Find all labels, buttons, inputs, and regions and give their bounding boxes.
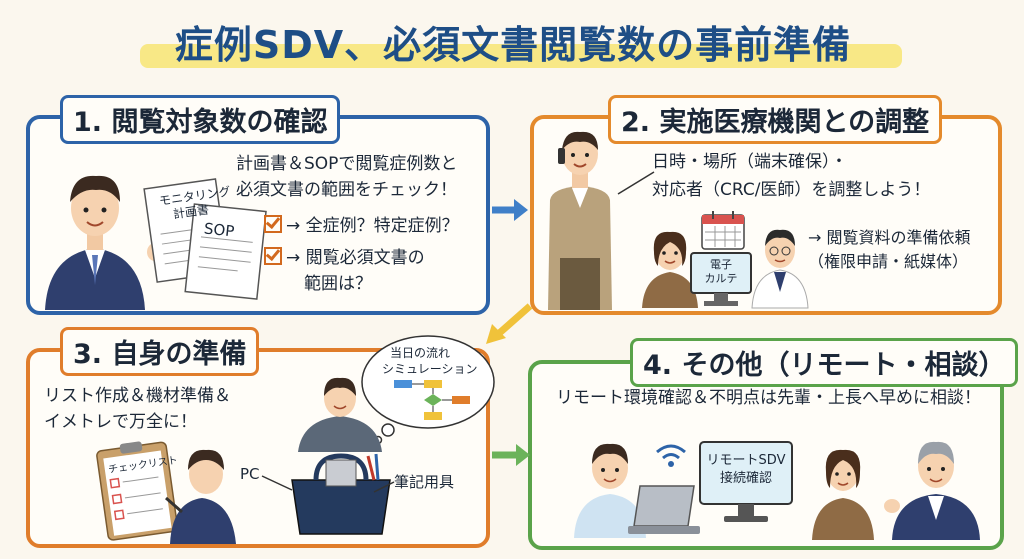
senior-staff-illustration xyxy=(884,441,980,540)
checkbox-icon xyxy=(264,247,282,265)
computer-terminal-illustration xyxy=(690,252,752,306)
title-area: 症例SDV、必須文書閲覧数の事前準備 xyxy=(118,10,908,72)
page-title: 症例SDV、必須文書閲覧数の事前準備 xyxy=(174,22,852,67)
request-line2: （権限申請・紙媒体） xyxy=(808,252,969,271)
panel-4-desc: リモート環境確認＆不明点は先輩・上長へ早めに相談！ xyxy=(556,388,981,408)
pc-pointer-line xyxy=(261,475,293,491)
panel-3-desc-line2: イメトレで万全に！ xyxy=(44,412,197,432)
clipboard-illustration xyxy=(96,441,179,541)
document-stack-illustration xyxy=(143,178,267,300)
panel-2-title: 2. 実施医療機関との調整 xyxy=(608,95,943,144)
pc-label: PC xyxy=(240,465,260,483)
panel-2-desc-line2: 対応者（CRC/医師）を調整しよう！ xyxy=(652,180,931,200)
writing-person-illustration xyxy=(165,449,236,544)
check-item-2-text: → 閲覧必須文書の xyxy=(286,248,425,268)
monitor-person-illustration xyxy=(45,175,163,310)
arrow-right-icon xyxy=(492,199,528,221)
monitor-line1: リモートSDV xyxy=(706,453,786,468)
junior-staff-illustration xyxy=(812,449,874,540)
panel-1-title: 1. 閲覧対象数の確認 xyxy=(60,95,341,144)
check-item-1-text: → 全症例？特定症例？ xyxy=(286,216,459,236)
request-line1: → 閲覧資料の準備依頼 xyxy=(808,228,971,247)
check-item-2: → 閲覧必須文書の xyxy=(262,246,425,270)
panel-3-desc-line1: リスト作成＆機材準備＆ xyxy=(44,386,231,406)
device-label-line2: カルテ xyxy=(704,272,738,285)
arrow-right-icon xyxy=(492,444,530,466)
panel-1-desc-line2: 必須文書の範囲をチェック！ xyxy=(236,180,457,200)
monitor-line2: 接続確認 xyxy=(719,471,772,486)
monitor-illustration xyxy=(699,441,793,522)
laptop-illustration xyxy=(628,485,700,534)
panel-3-title: 3. 自身の準備 xyxy=(60,327,260,376)
panel-1-desc-line1: 計画書＆SOPで閲覧症例数と xyxy=(236,154,458,174)
panel-2-desc-line1: 日時・場所（端末確保）・ xyxy=(652,152,848,172)
device-label: 電子 カルテ xyxy=(696,258,746,286)
device-label-line1: 電子 xyxy=(710,258,732,271)
speech-line-icon xyxy=(617,171,655,195)
flowchart-icon xyxy=(394,380,470,420)
calendar-icon xyxy=(701,211,745,250)
check-item-1: → 全症例？特定症例？ xyxy=(262,214,459,238)
arrow-down-left-icon xyxy=(486,303,533,344)
checkbox-icon xyxy=(264,215,282,233)
packing-person-illustration xyxy=(298,377,382,452)
check-item-2-line2: 範囲は？ xyxy=(304,274,372,294)
wifi-icon xyxy=(656,444,686,467)
panel-4-title: 4. その他（リモート・相談） xyxy=(630,338,1019,387)
bubble-line2: シミュレーション xyxy=(382,362,478,376)
stationery-pointer-line xyxy=(373,481,395,493)
stationery-label: 筆記用具 xyxy=(394,473,455,491)
bag-illustration xyxy=(291,453,391,535)
coordinator-person-illustration xyxy=(548,131,612,310)
bubble-line1: 当日の流れ xyxy=(390,346,451,360)
monitor-text: リモートSDV 接続確認 xyxy=(704,452,788,488)
doctor-person-illustration xyxy=(751,229,809,309)
crc-person-illustration xyxy=(642,231,698,308)
sop-label: SOP xyxy=(203,219,236,241)
remote-worker-illustration xyxy=(574,443,646,538)
title-highlight xyxy=(140,44,902,68)
